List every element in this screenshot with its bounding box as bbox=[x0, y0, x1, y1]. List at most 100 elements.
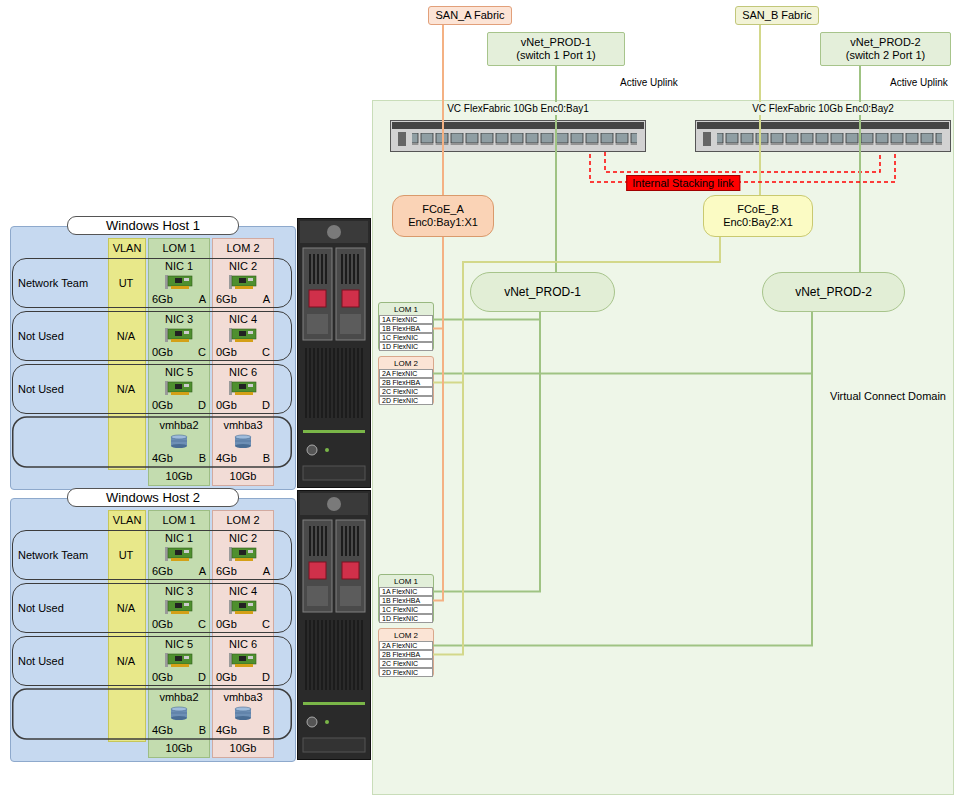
node-label: VLAN bbox=[113, 514, 142, 527]
node-label: 1C FlexNIC bbox=[380, 334, 432, 341]
node-label: 1C FlexNIC bbox=[380, 606, 432, 613]
node-label: SAN_B Fabric bbox=[742, 9, 812, 22]
nic-label-row: 6GbA bbox=[151, 293, 207, 306]
node-label: LOM 1 bbox=[379, 303, 433, 316]
interconnect-module: VC FlexFabric 10Gb Enc0:Bay2 bbox=[695, 102, 951, 154]
switch-box: vNet_PROD-1 (switch 1 Port 1) bbox=[487, 32, 625, 66]
node-label: B bbox=[199, 724, 206, 737]
node-label: vNet_PROD-2 bbox=[795, 285, 872, 299]
node-label: VLAN bbox=[113, 242, 142, 255]
node-label: NIC 3 bbox=[165, 585, 193, 598]
nic-card: NIC 26GbA bbox=[215, 532, 271, 578]
flex-port: 1B FlexHBA bbox=[379, 596, 433, 605]
nic-label-row: 4Gb B bbox=[215, 452, 271, 465]
flex-port: 2B FlexHBA bbox=[379, 378, 433, 387]
node-label: LOM 2 bbox=[226, 242, 259, 255]
connector bbox=[433, 237, 720, 655]
nic-label-row: 4GbB bbox=[151, 452, 207, 465]
node-label: 6Gb bbox=[216, 293, 237, 306]
node-label: 4Gb bbox=[152, 452, 173, 465]
node-label: 2C FlexNIC bbox=[380, 388, 432, 395]
node-label: 0Gb bbox=[216, 671, 237, 684]
node-label: N/A bbox=[107, 330, 145, 343]
lom-box: 2A FlexNIC2B FlexHBA2C FlexNIC2D FlexNIC… bbox=[378, 628, 434, 677]
node-label: 0Gb bbox=[216, 618, 237, 631]
vnet-oval: vNet_PROD-1 bbox=[470, 272, 615, 312]
node-label: A bbox=[263, 565, 270, 578]
node-label: 1B FlexHBA bbox=[380, 597, 432, 604]
connector bbox=[433, 237, 720, 383]
node-label: 1D FlexNIC bbox=[380, 615, 432, 622]
node-label: vmhba2 bbox=[159, 419, 198, 432]
connector bbox=[433, 312, 540, 592]
nic-card: NIC 6 0Gb D bbox=[215, 638, 271, 684]
node-label: A bbox=[199, 565, 206, 578]
flex-port: 2B FlexHBA bbox=[379, 650, 433, 659]
node-label: 4Gb bbox=[216, 452, 237, 465]
flex-port: 1A FlexNIC bbox=[379, 315, 433, 324]
node-label: 2B FlexHBA bbox=[380, 651, 432, 658]
flex-port: 2C FlexNIC bbox=[379, 659, 433, 668]
host-panel: NIC 16GbANIC 30GbCNIC 50GbDvmhba24GbBLOM… bbox=[10, 226, 296, 490]
node-label: LOM 2 bbox=[379, 629, 433, 642]
node-label: NIC 6 bbox=[229, 366, 257, 379]
connector bbox=[433, 237, 443, 329]
edge-label: Internal Stacking link bbox=[626, 173, 740, 191]
node-label: 2D FlexNIC bbox=[380, 669, 432, 676]
node-label: UT bbox=[107, 277, 145, 290]
node-label: 0Gb bbox=[216, 346, 237, 359]
nic-card: NIC 3 0Gb C bbox=[151, 585, 207, 631]
node-label: 6Gb bbox=[152, 565, 173, 578]
connector bbox=[555, 66, 557, 272]
connector-label: Active Uplink bbox=[618, 77, 680, 88]
flex-port: 1D FlexNIC bbox=[379, 342, 433, 351]
node-label: D bbox=[198, 399, 206, 412]
node-label: Network Team bbox=[13, 549, 107, 562]
fcoe-network: FCoE_A Enc0:Bay1:X1 bbox=[392, 195, 494, 237]
flex-port: 2D FlexNIC bbox=[379, 668, 433, 677]
node-label: FCoE_A Enc0:Bay1:X1 bbox=[403, 203, 483, 229]
node-label: C bbox=[198, 618, 206, 631]
vnet-oval: vNet_PROD-2 bbox=[762, 272, 905, 312]
fcoe-network: FCoE_B Enc0:Bay2:X1 bbox=[703, 195, 813, 237]
flex-port: 1B FlexHBA bbox=[379, 324, 433, 333]
node-label: 10Gb bbox=[230, 470, 257, 483]
connector bbox=[859, 66, 861, 272]
fabric-box: SAN_B Fabric bbox=[735, 6, 819, 25]
nic-label-row: 0GbC bbox=[151, 346, 207, 359]
node-label: UT bbox=[107, 549, 145, 562]
hba-card: vmhba3 4Gb B bbox=[215, 419, 271, 465]
node-label: Windows Host 1 bbox=[67, 216, 239, 235]
node-label: Not Used bbox=[13, 383, 107, 396]
node-label: NIC 5 bbox=[165, 638, 193, 651]
node-label: NIC 3 bbox=[165, 313, 193, 326]
node-label: 0Gb bbox=[152, 618, 173, 631]
node-label: C bbox=[262, 346, 270, 359]
connector-label: Active Uplink bbox=[888, 77, 950, 88]
nic-card: NIC 40GbC bbox=[215, 313, 271, 359]
node-label: D bbox=[262, 671, 270, 684]
node-label: 0Gb bbox=[152, 399, 173, 412]
nic-label-row: 4GbB bbox=[215, 724, 271, 737]
hba-card: vmhba2 4GbB bbox=[151, 419, 207, 465]
node-label: Network Team bbox=[13, 277, 107, 290]
node-label: NIC 6 bbox=[229, 638, 257, 651]
node-label: N/A bbox=[107, 602, 145, 615]
lom-band: NIC 16GbANIC 30GbCNIC 50GbDvmhba24GbBLOM… bbox=[148, 510, 210, 758]
nic-card: NIC 40GbC bbox=[215, 585, 271, 631]
nic-label-row: 6GbA bbox=[215, 565, 271, 578]
lom-box: 2A FlexNIC2B FlexHBA2C FlexNIC2D FlexNIC… bbox=[378, 356, 434, 405]
nic-label-row: 0Gb D bbox=[151, 399, 207, 412]
connector bbox=[433, 237, 443, 601]
node-label: 6Gb bbox=[152, 293, 173, 306]
node-label: vmhba3 bbox=[223, 419, 262, 432]
connector bbox=[433, 312, 540, 320]
nic-card: NIC 26GbA bbox=[215, 260, 271, 306]
connector bbox=[433, 312, 812, 374]
node-label: LOM 2 bbox=[226, 514, 259, 527]
node-label: B bbox=[263, 452, 270, 465]
node-label: 2C FlexNIC bbox=[380, 660, 432, 667]
node-label: D bbox=[262, 399, 270, 412]
